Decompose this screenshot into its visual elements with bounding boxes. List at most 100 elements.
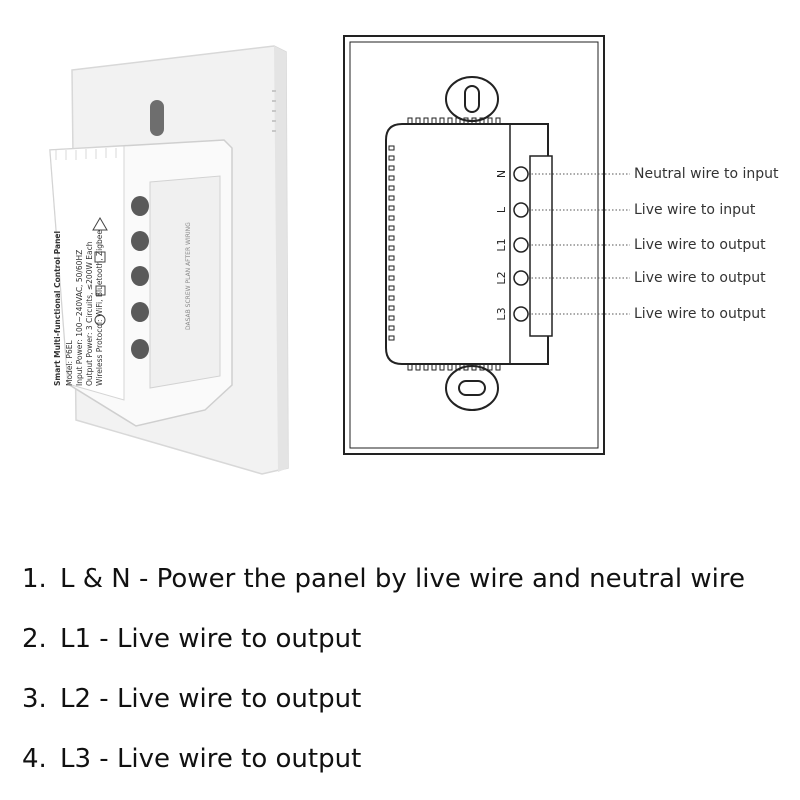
module-tooth xyxy=(455,117,461,125)
module-side-tooth xyxy=(388,325,395,331)
terminal-strip xyxy=(529,155,553,337)
certification-icons xyxy=(92,217,108,326)
recycle-icon xyxy=(94,251,106,263)
terminal-label: L xyxy=(495,206,508,213)
product-photo: Smart Multi-functional Control Panel Mod… xyxy=(49,45,289,475)
module-side-tooth xyxy=(388,305,395,311)
module-tooth xyxy=(463,363,469,371)
ce-mark-icon xyxy=(94,314,106,326)
instruction-text: L2 - Live wire to output xyxy=(60,684,362,714)
module-teeth xyxy=(388,117,501,371)
instructions-list: 1. L & N - Power the panel by live wire a… xyxy=(22,558,792,798)
module-tooth xyxy=(407,117,413,125)
plate-outline xyxy=(343,35,605,455)
module-side-tooth xyxy=(388,195,395,201)
module-tooth xyxy=(487,117,493,125)
terminal-l1 xyxy=(513,237,529,253)
module-tooth xyxy=(423,363,429,371)
module-tooth xyxy=(495,363,501,371)
instruction-item: 3. L2 - Live wire to output xyxy=(22,678,792,738)
module-tooth xyxy=(487,363,493,371)
instruction-number: 4. xyxy=(22,744,47,774)
module-label-output: Output Power: 3 Circuits, ≤200W Each xyxy=(85,241,94,386)
terminal-l3 xyxy=(513,306,529,322)
module-label-protocol: Wireless Protocol: WiFi, Bluetooth, Zigb… xyxy=(95,230,104,386)
callout-label: Neutral wire to input xyxy=(634,166,779,182)
module-side-tooth xyxy=(388,155,395,161)
module-side-tooth xyxy=(388,275,395,281)
module-side-tooth xyxy=(388,255,395,261)
module-tooth xyxy=(415,117,421,125)
module-tooth xyxy=(439,363,445,371)
callout-label: Live wire to output xyxy=(634,306,766,322)
module-tooth xyxy=(455,363,461,371)
module-side-tooth xyxy=(388,285,395,291)
top-mount-hole xyxy=(445,76,499,122)
instruction-item: 1. L & N - Power the panel by live wire a… xyxy=(22,558,792,618)
module-side-tooth xyxy=(388,165,395,171)
module-side-tooth xyxy=(388,335,395,341)
module-tooth xyxy=(447,363,453,371)
instruction-text: L1 - Live wire to output xyxy=(60,624,362,654)
module-tooth xyxy=(479,117,485,125)
module-tooth xyxy=(463,117,469,125)
terminal-n xyxy=(513,166,529,182)
connector-block xyxy=(149,175,221,389)
screw-terminals xyxy=(131,196,149,359)
module-tooth xyxy=(471,117,477,125)
module-grooves xyxy=(55,148,117,160)
module-side-tooth xyxy=(388,145,395,151)
terminal-label: N xyxy=(495,170,508,178)
module-tooth xyxy=(415,363,421,371)
module-side-tooth xyxy=(388,175,395,181)
module-side-tooth xyxy=(388,235,395,241)
module-side-tooth xyxy=(388,185,395,191)
square-mark-icon xyxy=(95,285,106,296)
terminal-label: L1 xyxy=(495,238,508,251)
module-label-title: Smart Multi-functional Control Panel xyxy=(53,231,62,386)
warning-icon xyxy=(92,217,108,231)
module-tooth xyxy=(479,363,485,371)
callout-label: Live wire to input xyxy=(634,202,756,218)
instruction-number: 2. xyxy=(22,624,47,654)
module-side-tooth xyxy=(388,215,395,221)
module-tooth xyxy=(431,363,437,371)
instruction-text: L3 - Live wire to output xyxy=(60,744,362,774)
module-side-tooth xyxy=(388,295,395,301)
diagram-module xyxy=(385,123,549,365)
module-tooth xyxy=(447,117,453,125)
module-side-tooth xyxy=(388,245,395,251)
module-tooth xyxy=(431,117,437,125)
module-side-tooth xyxy=(388,205,395,211)
module-label-input: Input Power: 100~240VAC, 50/60HZ xyxy=(75,250,84,386)
module-tooth xyxy=(471,363,477,371)
module-tooth xyxy=(423,117,429,125)
module-tooth xyxy=(407,363,413,371)
module-tooth xyxy=(439,117,445,125)
vent-dashes xyxy=(272,90,276,132)
module-side-tooth xyxy=(388,315,395,321)
mounting-slot xyxy=(150,100,164,136)
module-tooth xyxy=(495,117,501,125)
module-label: Smart Multi-functional Control Panel Mod… xyxy=(53,230,104,386)
terminal-label: L2 xyxy=(495,271,508,284)
module-front-face xyxy=(49,145,125,401)
instruction-number: 1. xyxy=(22,564,47,594)
module-label-model: Model: P6EL xyxy=(65,340,74,386)
terminal-label: L3 xyxy=(495,307,508,320)
callout-label: Live wire to output xyxy=(634,237,766,253)
callout-label: Live wire to output xyxy=(634,270,766,286)
panel-edge xyxy=(274,46,288,472)
terminal-l xyxy=(513,202,529,218)
instruction-item: 2. L1 - Live wire to output xyxy=(22,618,792,678)
instruction-number: 3. xyxy=(22,684,47,714)
bottom-mount-hole xyxy=(445,365,499,411)
connector-text: DASAB SCREW PLAN AFTER WIRING xyxy=(185,222,192,330)
instruction-item: 4. L3 - Live wire to output xyxy=(22,738,792,798)
instruction-text: L & N - Power the panel by live wire and… xyxy=(60,564,746,594)
module-side-tooth xyxy=(388,265,395,271)
module-side-tooth xyxy=(388,225,395,231)
terminal-l2 xyxy=(513,270,529,286)
